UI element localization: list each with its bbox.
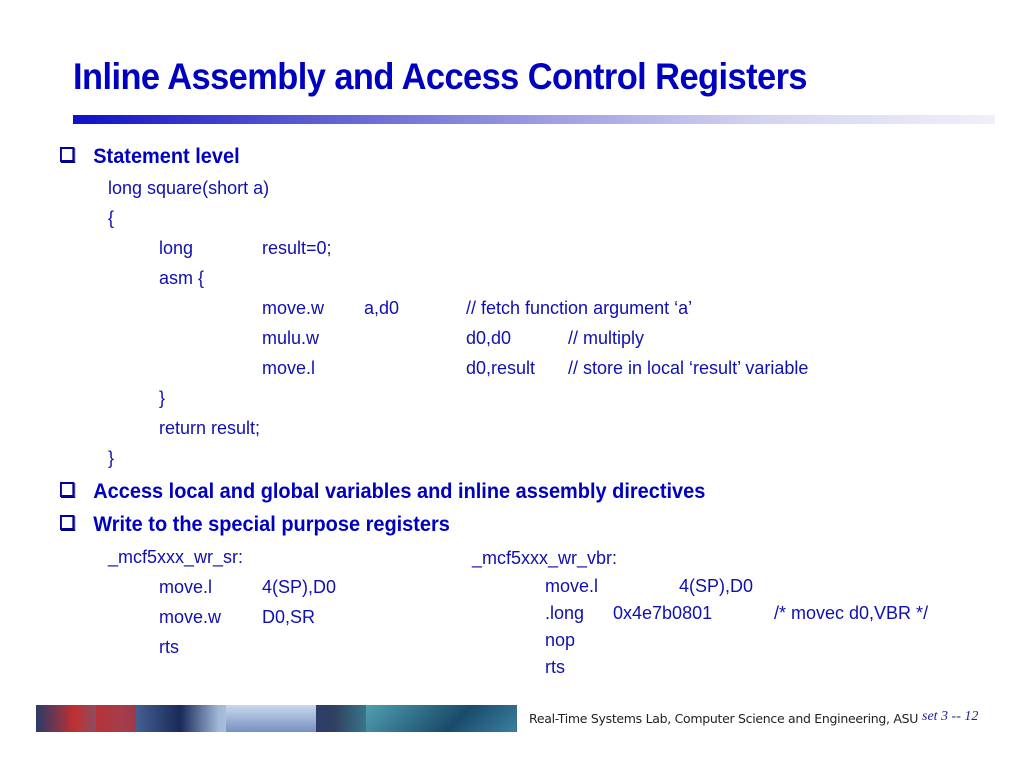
vbr-op: .long [545,603,585,623]
bullet-statement-level: Statement level [60,145,240,169]
code-decl-type: long [159,238,194,258]
banner-screen-detail [226,705,316,732]
code-signature: long square(short a) [108,178,270,198]
asm-comment: // multiply [568,328,645,348]
code-decl-var: result=0; [262,238,332,258]
vbr-arg: 4(SP),D0 [679,576,754,596]
bullet-access-variables: Access local and global variables and in… [60,480,705,504]
vbr-op: rts [545,657,565,677]
vbr-arg: 0x4e7b0801 [613,603,713,623]
bullet-label: Write to the special purpose registers [93,513,450,536]
asm-op: move.l [262,358,316,378]
asm-op: move.w [262,298,325,318]
banner-board-detail [366,705,516,732]
asm-comment: // store in local ‘result’ variable [568,358,809,378]
title-gradient-bar [73,115,995,124]
checkbox-bullet-icon [60,482,75,497]
page-number: set 3 -- 12 [922,709,979,724]
sr-op: rts [159,637,179,657]
code-close-brace: } [108,448,115,468]
checkbox-bullet-icon [60,147,75,162]
sr-op: move.l [159,577,213,597]
footer-lab-name: Real-Time Systems Lab, Computer Science … [529,711,919,726]
bullet-special-registers: Write to the special purpose registers [60,513,450,537]
asm-arg: d0,result [466,358,536,378]
sr-arg: 4(SP),D0 [262,577,337,597]
code-sr-label: _mcf5xxx_wr_sr: [108,547,244,567]
asm-comment: // fetch function argument ‘a’ [466,298,693,318]
bullet-label: Access local and global variables and in… [93,480,706,503]
sr-op: move.w [159,607,222,627]
checkbox-bullet-icon [60,515,75,530]
sr-arg: D0,SR [262,607,316,627]
vbr-op: nop [545,630,576,650]
asm-arg: a,d0 [364,298,400,318]
vbr-op: move.l [545,576,599,596]
circuit-board-banner-image [36,705,517,732]
code-open-brace: { [108,208,115,228]
asm-arg: d0,d0 [466,328,512,348]
asm-op: mulu.w [262,328,320,348]
code-asm-close: } [159,388,166,408]
vbr-comment: /* movec d0,VBR */ [774,603,929,623]
code-vbr-label: _mcf5xxx_wr_vbr: [472,548,618,568]
banner-red-detail [96,705,136,732]
bullet-label: Statement level [93,145,240,168]
code-return: return result; [159,418,261,438]
code-asm-open: asm { [159,268,205,288]
slide-title: Inline Assembly and Access Control Regis… [73,56,808,97]
